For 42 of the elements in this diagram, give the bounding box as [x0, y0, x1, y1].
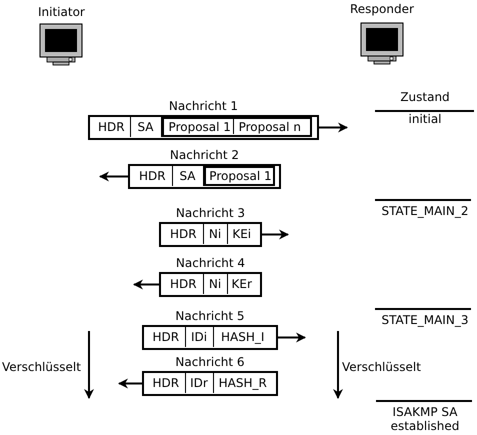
arrow — [278, 332, 306, 342]
field-cell: HDR — [133, 166, 172, 186]
message-title: Nachricht 4 — [174, 256, 246, 270]
field-cell: IDr — [186, 373, 214, 393]
field-cell: Ni — [204, 274, 228, 294]
field-cell: Proposal 1 — [208, 168, 272, 183]
field-cell: Proposal 1 — [166, 119, 234, 134]
role-label: Responder — [350, 2, 414, 16]
payload-box — [204, 166, 275, 186]
arrow — [319, 122, 348, 132]
field-cell: HDR — [147, 327, 186, 347]
message-title: Nachricht 2 — [168, 148, 240, 162]
arrow — [99, 172, 128, 182]
field-cell: HASH_R — [214, 373, 272, 393]
field-cell: KEi — [228, 224, 256, 244]
annotation-label: Verschlüsselt — [2, 360, 81, 374]
field-cell: IDi — [186, 327, 214, 347]
message-title: Nachricht 6 — [174, 355, 246, 369]
role-label: Initiator — [38, 5, 85, 19]
message-title: Nachricht 1 — [168, 99, 240, 113]
field-cell: SA — [130, 117, 162, 137]
arrow — [262, 230, 289, 240]
arrow — [133, 280, 159, 290]
column-heading: Zustand — [399, 90, 451, 104]
message-title: Nachricht 5 — [174, 309, 246, 323]
field-cell: HDR — [164, 224, 204, 244]
state-label: initial — [408, 112, 442, 126]
field-cell: KEr — [228, 274, 256, 294]
payload-box — [162, 117, 312, 137]
field-cell: SA — [172, 166, 204, 186]
field-cell: Proposal n — [234, 119, 306, 134]
state-label: STATE_MAIN_2 — [380, 204, 470, 218]
field-cell: HDR — [93, 117, 130, 137]
field-cell: HDR — [147, 373, 186, 393]
field-cell: HDR — [164, 274, 204, 294]
state-label: STATE_MAIN_3 — [380, 313, 470, 327]
state-label: ISAKMP SA established — [390, 405, 460, 433]
field-cell: Ni — [204, 224, 228, 244]
annotation-label: Verschlüsselt — [342, 360, 421, 374]
message-title: Nachricht 3 — [174, 206, 246, 220]
field-cell: HASH_I — [214, 327, 272, 347]
arrow — [118, 378, 142, 388]
